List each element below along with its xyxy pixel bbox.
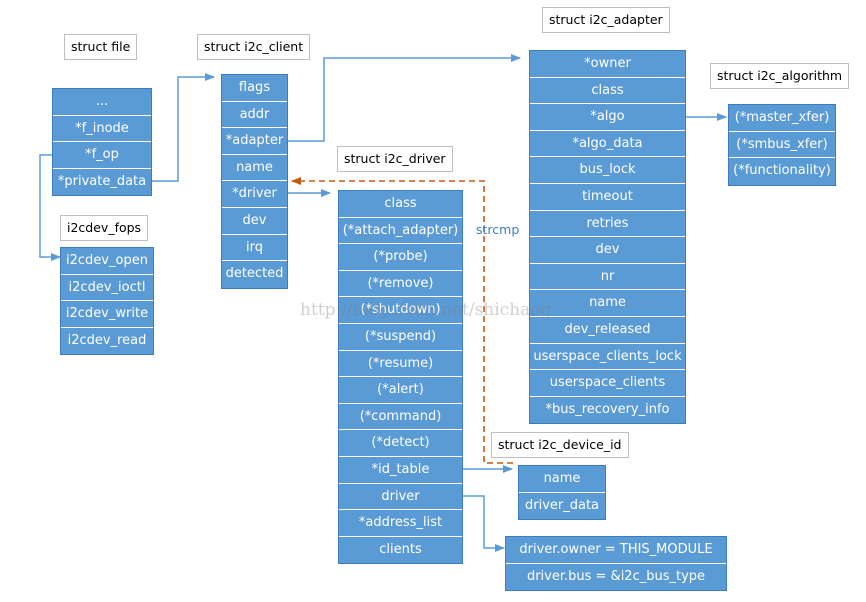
i2c-driver-field: (*alert) — [339, 377, 462, 404]
i2cdev-fops-field: i2cdev_open — [61, 248, 153, 275]
i2c-device-id-field: driver_data — [524, 497, 600, 513]
i2c-adapter-field: *owner — [530, 51, 685, 78]
i2c-client-field: addr — [222, 102, 287, 129]
strcmp-label: strcmp — [476, 222, 520, 237]
struct-i2c-algorithm-title: struct i2c_algorithm — [710, 63, 850, 89]
i2c-driver-field: *id_table — [339, 457, 462, 484]
arrow-driver-to-driver-info — [463, 495, 505, 552]
struct-file-title: struct file — [64, 34, 138, 60]
arrow-f-op-to-fops — [39, 154, 61, 261]
i2c-adapter-field: timeout — [530, 184, 685, 211]
i2c-driver-field: clients — [379, 541, 422, 557]
i2c-driver-field: class — [339, 191, 462, 218]
i2c-adapter-field: name — [530, 290, 685, 317]
i2c-client-field: dev — [222, 208, 287, 235]
struct-i2c-adapter-title: struct i2c_adapter — [542, 7, 670, 33]
i2c-adapter-field: userspace_clients_lock — [530, 344, 685, 371]
i2c-client-field: irq — [222, 235, 287, 262]
struct-i2c-driver-box: class (*attach_adapter) (*probe) (*remov… — [338, 190, 463, 565]
i2c-adapter-field: *algo — [530, 104, 685, 131]
driver-info-field: driver.bus = &i2c_bus_type — [526, 568, 706, 584]
i2cdev-fops-field: i2cdev_ioctl — [61, 275, 153, 302]
i2c-adapter-field: dev — [530, 237, 685, 264]
driver-info-box: driver.owner = THIS_MODULE driver.bus = … — [505, 536, 727, 592]
struct-i2c-client-title: struct i2c_client — [197, 34, 311, 60]
i2c-adapter-field: *bus_recovery_info — [545, 401, 670, 417]
i2c-adapter-field: class — [530, 78, 685, 105]
struct-file-box: ... *f_inode *f_op *private_data — [52, 88, 152, 197]
i2c-algorithm-field: (*smbus_xfer) — [729, 132, 835, 159]
i2c-adapter-field: userspace_clients — [530, 370, 685, 397]
i2c-driver-field: *address_list — [339, 510, 462, 537]
struct-i2c-algorithm-box: (*master_xfer) (*smbus_xfer) (*functiona… — [728, 104, 836, 186]
i2c-driver-field: (*attach_adapter) — [339, 218, 462, 245]
i2c-driver-field: (*probe) — [339, 244, 462, 271]
i2c-adapter-field: bus_lock — [530, 157, 685, 184]
i2c-client-field: detected — [225, 266, 284, 282]
i2c-client-field: name — [222, 155, 287, 182]
i2c-driver-field: (*command) — [339, 404, 462, 431]
struct-file-field: *f_inode — [53, 116, 151, 143]
i2c-driver-field: (*remove) — [339, 271, 462, 298]
i2cdev-fops-field: i2cdev_write — [61, 301, 153, 328]
struct-i2c-adapter-box: *owner class *algo *algo_data bus_lock t… — [529, 50, 686, 425]
i2c-driver-field: (*shutdown) — [339, 297, 462, 324]
struct-file-field: ... — [53, 89, 151, 116]
i2c-algorithm-field: (*functionality) — [733, 163, 831, 179]
i2c-client-field: flags — [222, 75, 287, 102]
i2c-adapter-field: retries — [530, 211, 685, 238]
struct-i2c-driver-title: struct i2c_driver — [337, 146, 453, 172]
i2c-driver-field: (*suspend) — [339, 324, 462, 351]
i2c-adapter-field: dev_released — [530, 317, 685, 344]
i2c-adapter-field: nr — [530, 264, 685, 291]
driver-info-field: driver.owner = THIS_MODULE — [506, 537, 726, 564]
i2c-driver-field: (*detect) — [339, 430, 462, 457]
i2c-driver-field: (*resume) — [339, 351, 462, 378]
i2cdev-fops-title: i2cdev_fops — [60, 215, 149, 241]
i2c-algorithm-field: (*master_xfer) — [729, 105, 835, 132]
arrow-strcmp-dashed — [291, 177, 513, 464]
arrow-adapter-to-i2c-adapter — [288, 54, 521, 142]
struct-i2c-device-id-title: struct i2c_device_id — [491, 432, 629, 458]
struct-i2c-client-box: flags addr *adapter name *driver dev irq… — [221, 74, 288, 289]
i2cdev-fops-box: i2cdev_open i2cdev_ioctl i2cdev_write i2… — [60, 247, 154, 356]
struct-file-field: *f_op — [53, 142, 151, 169]
i2c-driver-field: driver — [339, 484, 462, 511]
i2c-adapter-field: *algo_data — [530, 131, 685, 158]
i2c-client-field: *adapter — [222, 128, 287, 155]
i2cdev-fops-field: i2cdev_read — [67, 332, 147, 348]
i2c-device-id-field: name — [519, 466, 605, 493]
struct-i2c-device-id-box: name driver_data — [518, 465, 606, 521]
struct-file-field: *private_data — [57, 173, 147, 189]
arrow-private-data-to-client — [152, 73, 215, 182]
i2c-client-field: *driver — [222, 181, 287, 208]
